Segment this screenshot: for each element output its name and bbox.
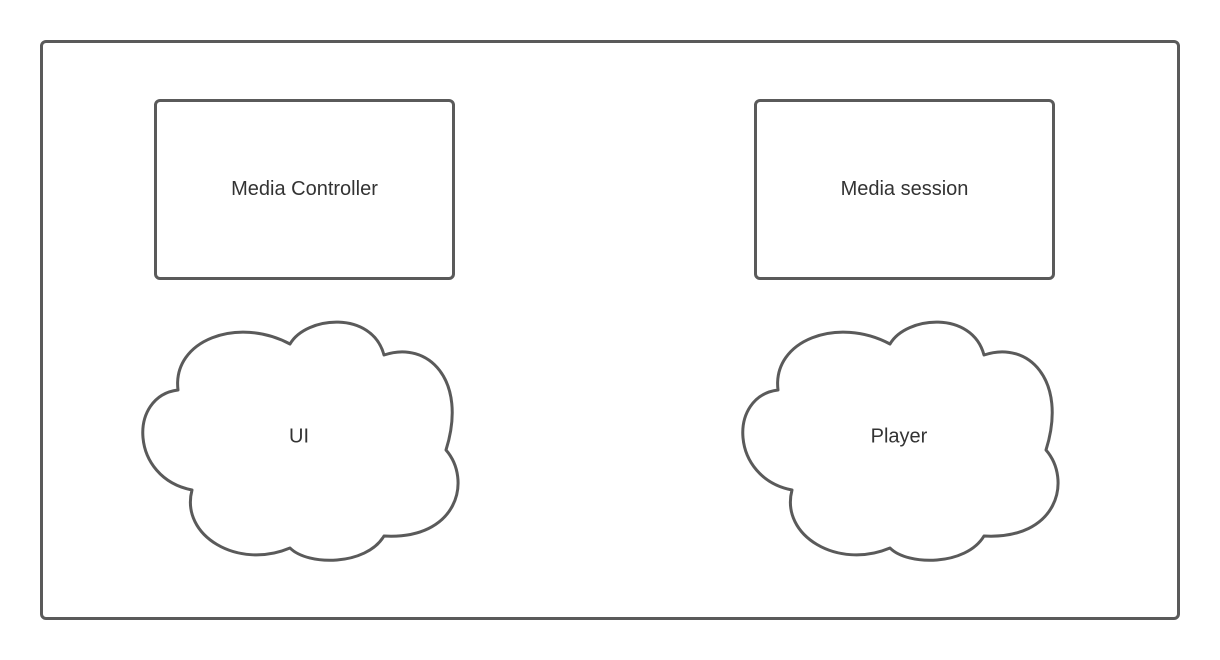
media-session-box[interactable]: Media session [754,99,1055,280]
player-cloud-shape[interactable] [741,320,1060,562]
media-controller-label: Media Controller [231,178,378,200]
ui-cloud-shape[interactable] [141,320,460,562]
outer-container-frame [40,40,1180,620]
ui-label: UI [289,425,309,448]
media-controller-box[interactable]: Media Controller [154,99,455,280]
player-label: Player [870,425,928,448]
media-session-label: Media session [840,178,969,200]
